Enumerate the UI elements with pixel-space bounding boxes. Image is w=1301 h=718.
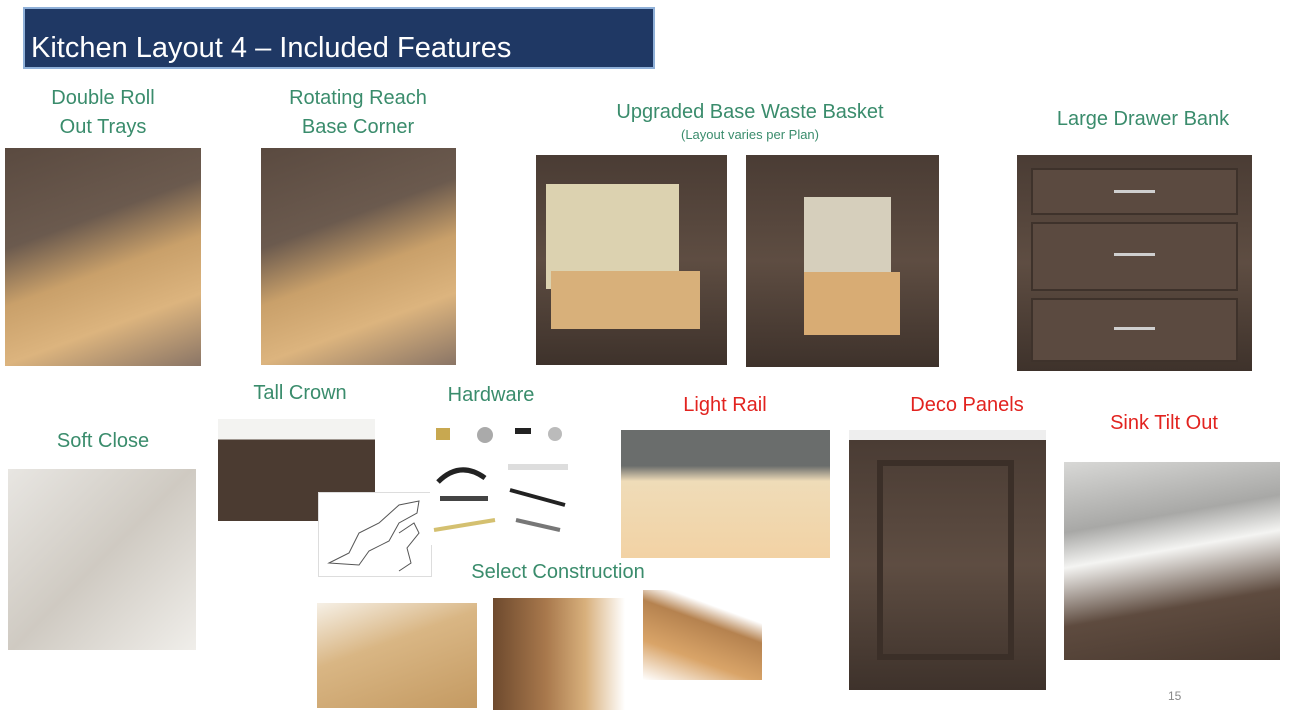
label-tall-crown: Tall Crown — [253, 382, 347, 404]
drawer — [1031, 167, 1238, 216]
crown-molding-drawing — [318, 492, 432, 577]
construction-photo-2 — [493, 598, 625, 710]
label-line: Double Roll — [51, 87, 155, 109]
rotating-corner-photo — [261, 148, 456, 365]
label-select-construction: Select Construction — [471, 561, 645, 583]
label-hardware: Hardware — [447, 384, 535, 406]
drawer — [1031, 297, 1238, 363]
soft-close-photo — [8, 469, 196, 650]
light-rail-photo — [621, 430, 830, 558]
page-number: 15 — [1168, 689, 1182, 703]
label-deco-panels: Deco Panels — [910, 394, 1024, 416]
label-line: Rotating Reach — [289, 87, 427, 109]
label-light-rail: Light Rail — [683, 394, 767, 416]
deco-panel-photo — [849, 430, 1046, 690]
label-line: Out Trays — [59, 116, 147, 138]
drawer-bank-photo — [1017, 155, 1252, 371]
construction-photo-3 — [643, 590, 762, 680]
label-drawer-bank: Large Drawer Bank — [1056, 108, 1230, 130]
sink-tilt-out-photo — [1064, 462, 1280, 660]
label-rotating-reach: Rotating Reach Base Corner — [289, 84, 427, 142]
waste-basket-photo-1 — [536, 155, 727, 365]
label-double-roll: Double Roll Out Trays — [51, 84, 154, 142]
drawer — [1031, 221, 1238, 292]
construction-photo-1 — [317, 603, 477, 708]
label-soft-close: Soft Close — [56, 430, 150, 452]
label-subtitle: (Layout varies per Plan) — [680, 127, 819, 142]
slide-title-banner: Kitchen Layout 4 – Included Features — [23, 7, 655, 69]
hardware-photo — [430, 420, 575, 545]
label-line: Base Corner — [301, 116, 415, 138]
label-waste-basket: Upgraded Base Waste Basket (Layout varie… — [616, 98, 883, 143]
label-line: Upgraded Base Waste Basket — [616, 101, 884, 123]
double-roll-trays-photo — [5, 148, 201, 366]
slide-title: Kitchen Layout 4 – Included Features — [31, 32, 512, 64]
label-sink-tilt-out: Sink Tilt Out — [1110, 412, 1218, 434]
waste-basket-photo-2 — [746, 155, 939, 367]
